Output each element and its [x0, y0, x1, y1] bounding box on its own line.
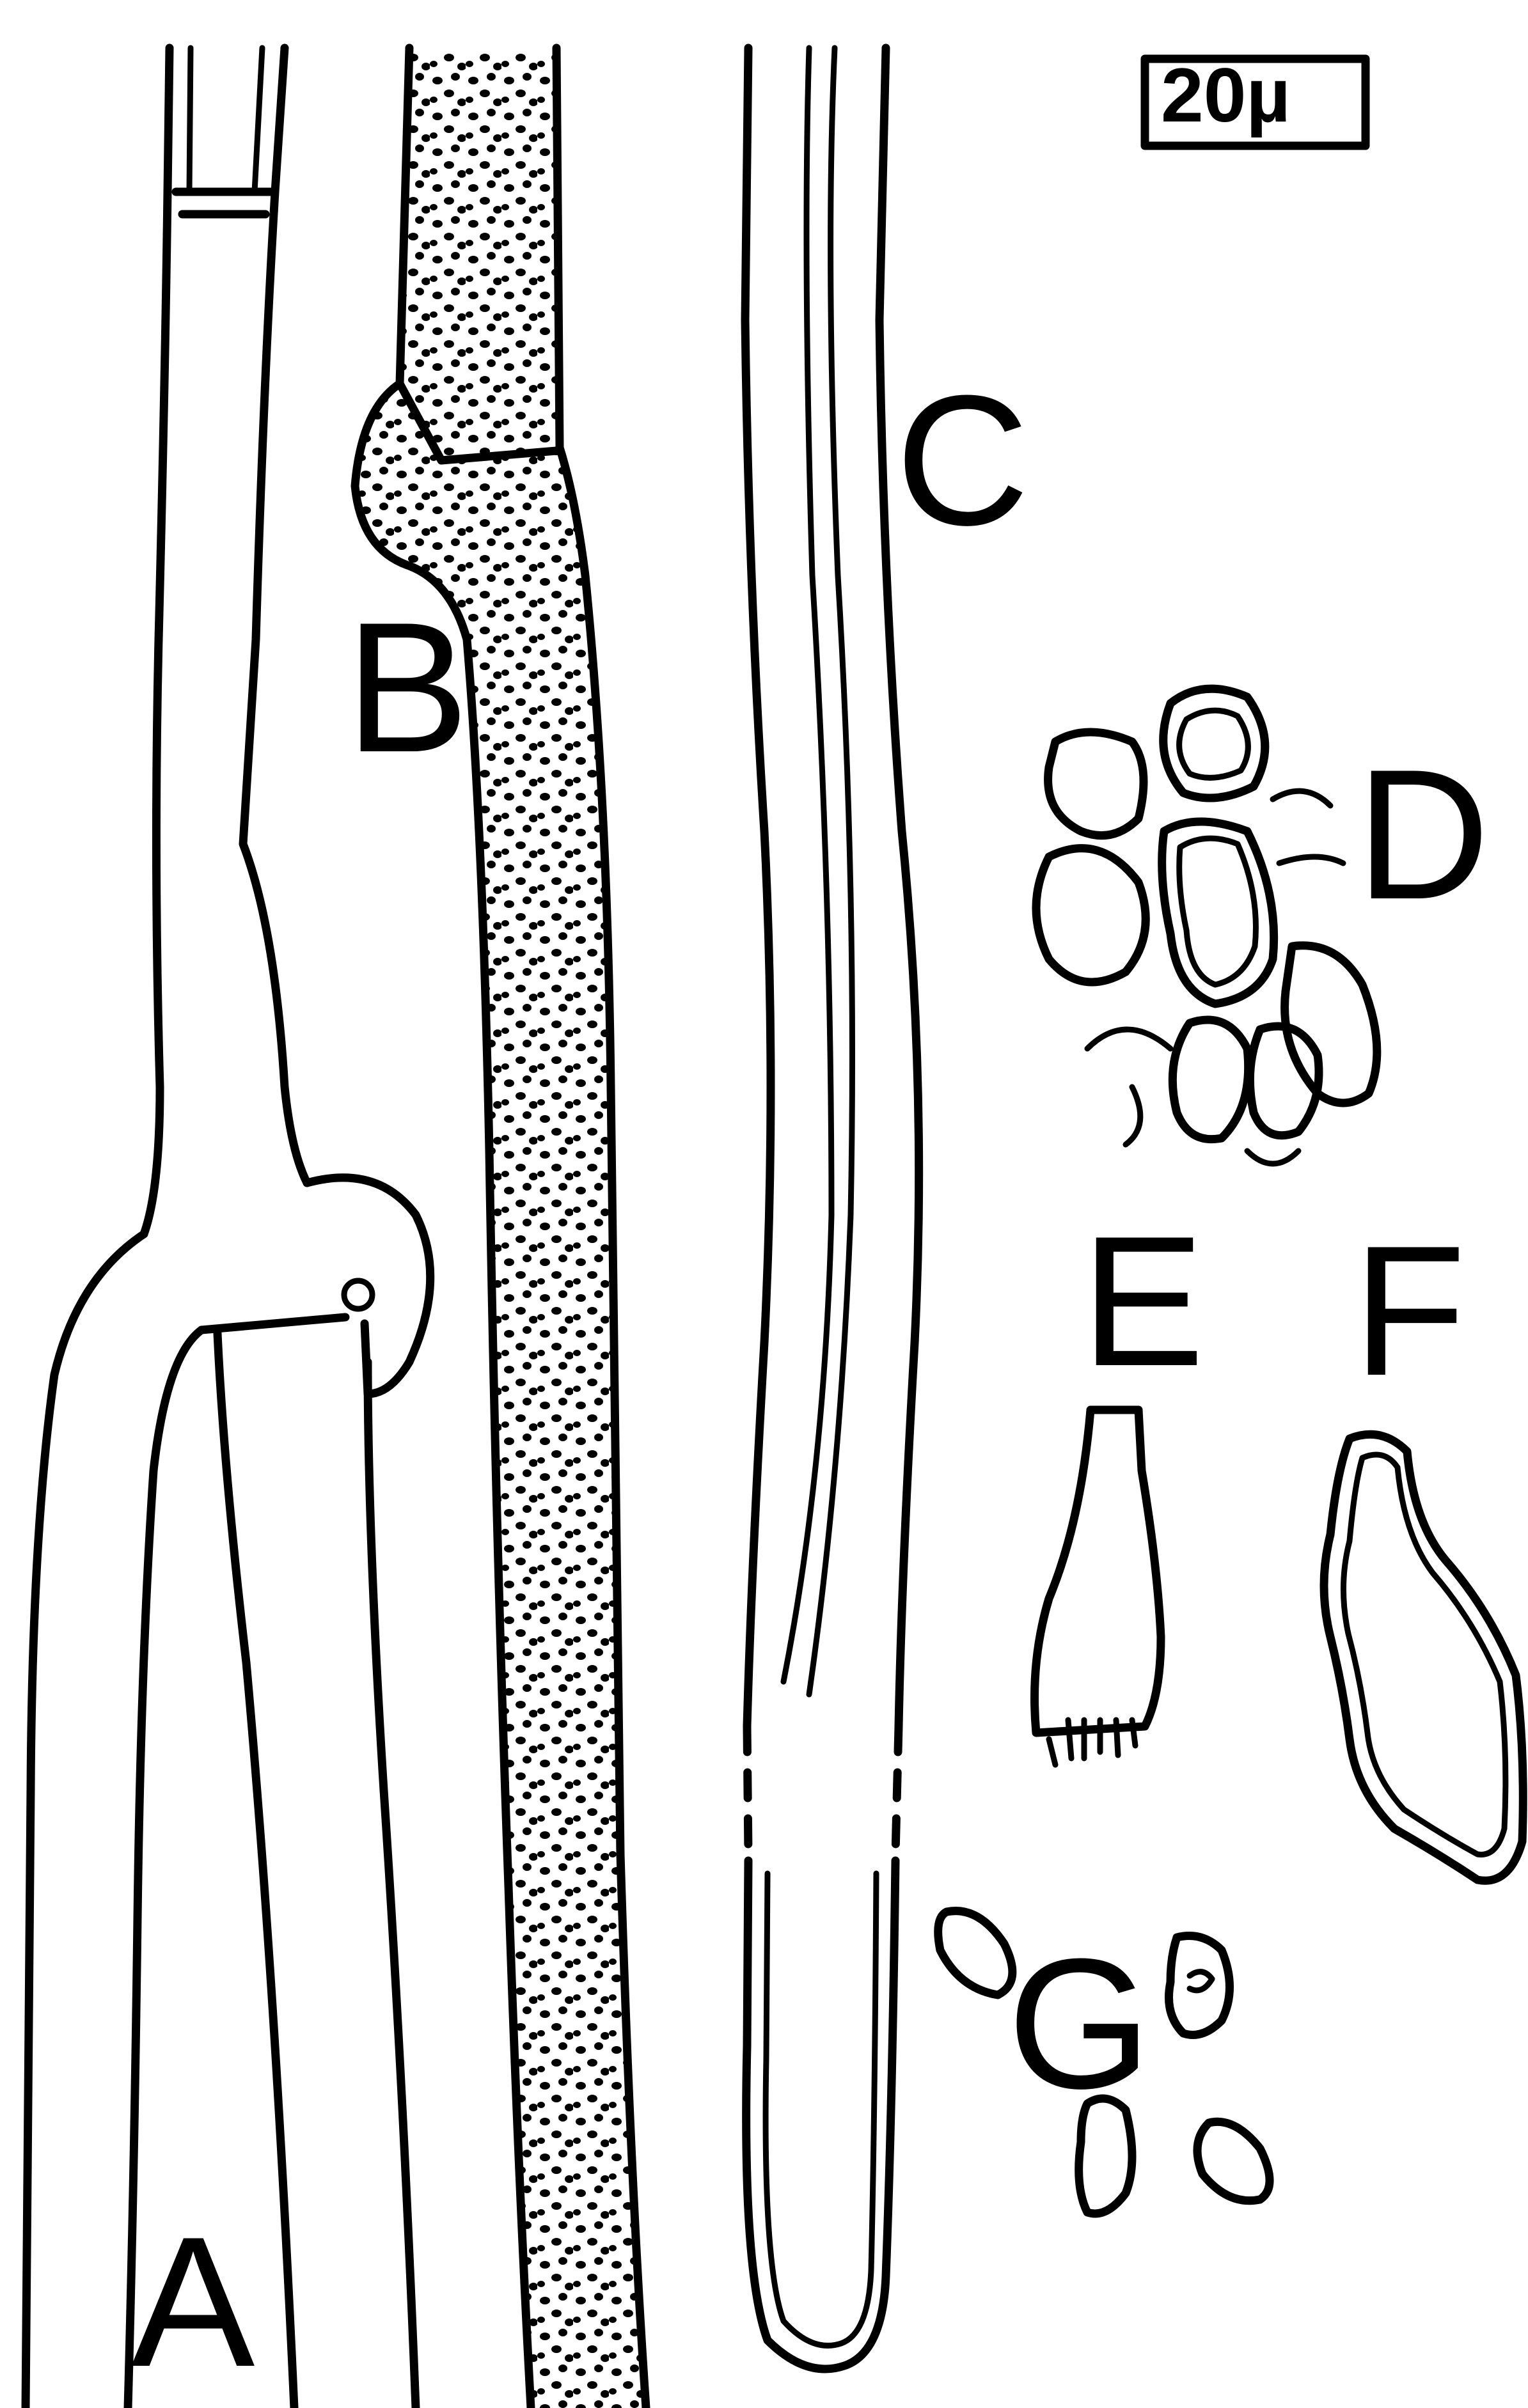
panel-label-d: D — [1356, 731, 1490, 938]
panel-c-hypha — [745, 48, 919, 2369]
panel-d-cells — [1036, 689, 1377, 1164]
panel-label-f: F — [1353, 1207, 1466, 1414]
panel-label-b: B — [345, 584, 469, 791]
scale-bar: 20µ — [1145, 52, 1366, 146]
panel-a-hypha — [26, 48, 430, 2408]
panel-b-hypha — [345, 45, 652, 2408]
scale-bar-label: 20µ — [1161, 52, 1291, 138]
panel-label-a: A — [131, 2198, 256, 2405]
panel-f-cell — [1324, 1434, 1523, 1880]
panel-e-cell — [1035, 1410, 1162, 1765]
panel-label-c: C — [895, 357, 1029, 564]
panel-label-e: E — [1081, 1198, 1204, 1405]
panel-label-g: G — [1007, 1920, 1152, 2127]
